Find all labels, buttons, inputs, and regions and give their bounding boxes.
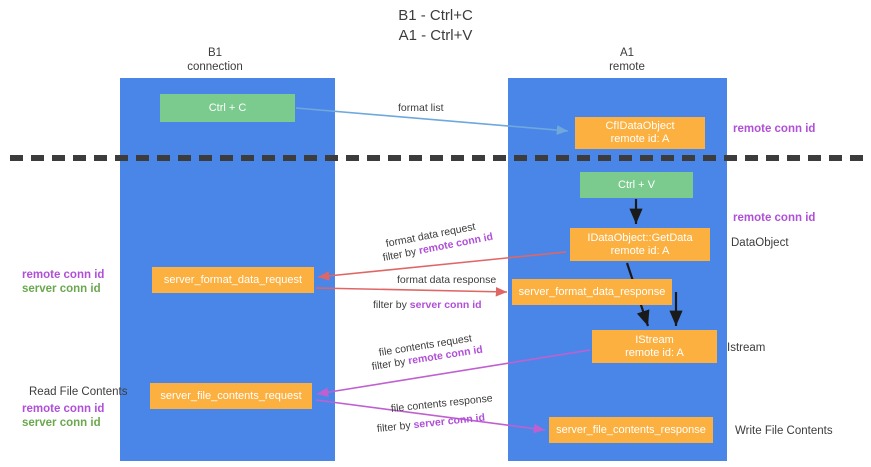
edge-label-format-data-response: format data response: [397, 274, 497, 286]
side-label-istream: Istream: [727, 342, 766, 354]
side-label-write-file-contents: Write File Contents: [735, 425, 833, 437]
column-header-right: A1 remote: [552, 46, 702, 74]
box-istream[interactable]: IStream remote id: A: [592, 330, 717, 363]
side-label-read-file-contents: Read File Contents: [29, 386, 128, 398]
box-idataobject-line1: CfIDataObject: [605, 120, 675, 132]
column-right-role: remote: [609, 61, 645, 73]
box-getdata-line1: IDataObject::GetData: [587, 231, 693, 244]
box-istream-line2: remote id: A: [625, 346, 684, 359]
side-label-server-conn-id: server conn id: [22, 283, 101, 295]
side-label-remote-conn-id-mid: remote conn id: [733, 212, 816, 224]
title-line-1: B1 - Ctrl+C: [398, 7, 473, 24]
box-getdata-line2: remote id: A: [610, 244, 670, 257]
box-sfdres-label: server_format_data_response: [518, 285, 666, 298]
box-server-format-data-response[interactable]: server_format_data_response: [512, 279, 672, 305]
title-line-2: A1 - Ctrl+V: [398, 27, 473, 44]
page-title: B1 - Ctrl+C A1 - Ctrl+V: [0, 6, 871, 46]
side-label-remote-conn-id-top: remote conn id: [733, 123, 816, 135]
box-idataobject-line2: remote id: A: [610, 133, 670, 145]
filter-prefix: filter by: [376, 419, 415, 435]
box-sfdreq-label: server_format_data_request: [163, 273, 303, 286]
filter-key-server-conn-id: server conn id: [412, 411, 486, 432]
box-idataobject-getdata[interactable]: IDataObject::GetData remote id: A: [570, 228, 710, 261]
edge-label-format-list: format list: [398, 102, 444, 114]
box-ctrl-c[interactable]: Ctrl + C: [160, 94, 295, 122]
box-ctrl-c-label: Ctrl + C: [208, 101, 247, 114]
side-label-remote-conn-id-2: remote conn id: [22, 403, 105, 415]
box-istream-line1: IStream: [635, 333, 674, 346]
edge-label-format-data-response-filter: filter by server conn id: [373, 299, 482, 312]
column-header-left: B1 connection: [155, 46, 275, 74]
column-left-role: connection: [187, 61, 243, 73]
column-right-name: A1: [619, 47, 635, 59]
filter-prefix: filter by: [373, 299, 410, 311]
box-sfcreq-label: server_file_contents_request: [160, 389, 302, 402]
side-label-conn-ids-upper: remote conn id server conn id: [22, 268, 104, 296]
box-ctrl-v[interactable]: Ctrl + V: [580, 172, 693, 198]
arrow-format-data-response: [315, 286, 508, 297]
box-idataobject[interactable]: CfIDataObject remote id: A: [575, 117, 705, 149]
phase-divider: [10, 155, 865, 161]
box-server-file-contents-response[interactable]: server_file_contents_response: [549, 417, 713, 443]
filter-prefix: filter by: [370, 355, 410, 373]
side-label-dataobject: DataObject: [731, 237, 789, 249]
box-ctrl-v-label: Ctrl + V: [618, 178, 655, 191]
filter-key-server-conn-id: server conn id: [409, 299, 482, 311]
side-label-server-conn-id-2: server conn id: [22, 417, 101, 429]
box-server-file-contents-request[interactable]: server_file_contents_request: [150, 383, 312, 409]
side-label-conn-ids-lower: remote conn id server conn id: [22, 402, 104, 430]
box-server-format-data-request[interactable]: server_format_data_request: [152, 267, 314, 293]
side-label-remote-conn-id: remote conn id: [22, 269, 105, 281]
column-left-name: B1: [207, 47, 223, 59]
box-sfcres-label: server_file_contents_response: [556, 423, 706, 436]
